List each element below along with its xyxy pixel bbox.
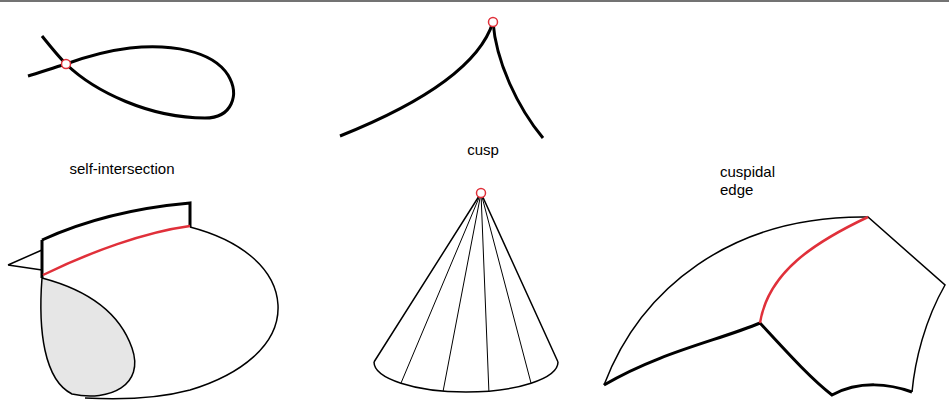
surface-bottom-edge	[604, 323, 912, 395]
singular-point	[62, 60, 71, 69]
top-rule	[0, 0, 949, 2]
singular-point	[477, 189, 486, 198]
loop-curve	[28, 36, 233, 118]
surface-flap	[8, 250, 42, 270]
figure-label: cusp	[443, 141, 523, 159]
cuspidal-edge-curve	[760, 217, 868, 323]
cusp-branch	[340, 22, 493, 136]
surface-top-edge	[42, 203, 190, 240]
surface-outline	[604, 217, 945, 392]
cusp-branch	[493, 22, 543, 138]
singular-point	[489, 18, 498, 27]
figure-label: self-intersection	[42, 160, 202, 178]
surface-edge	[41, 240, 44, 278]
cone	[374, 193, 558, 392]
intersection-curve	[43, 226, 190, 275]
figure-label: cuspidal edge	[720, 163, 790, 199]
surface-cross-section	[41, 278, 135, 396]
surface-outline	[85, 227, 278, 399]
